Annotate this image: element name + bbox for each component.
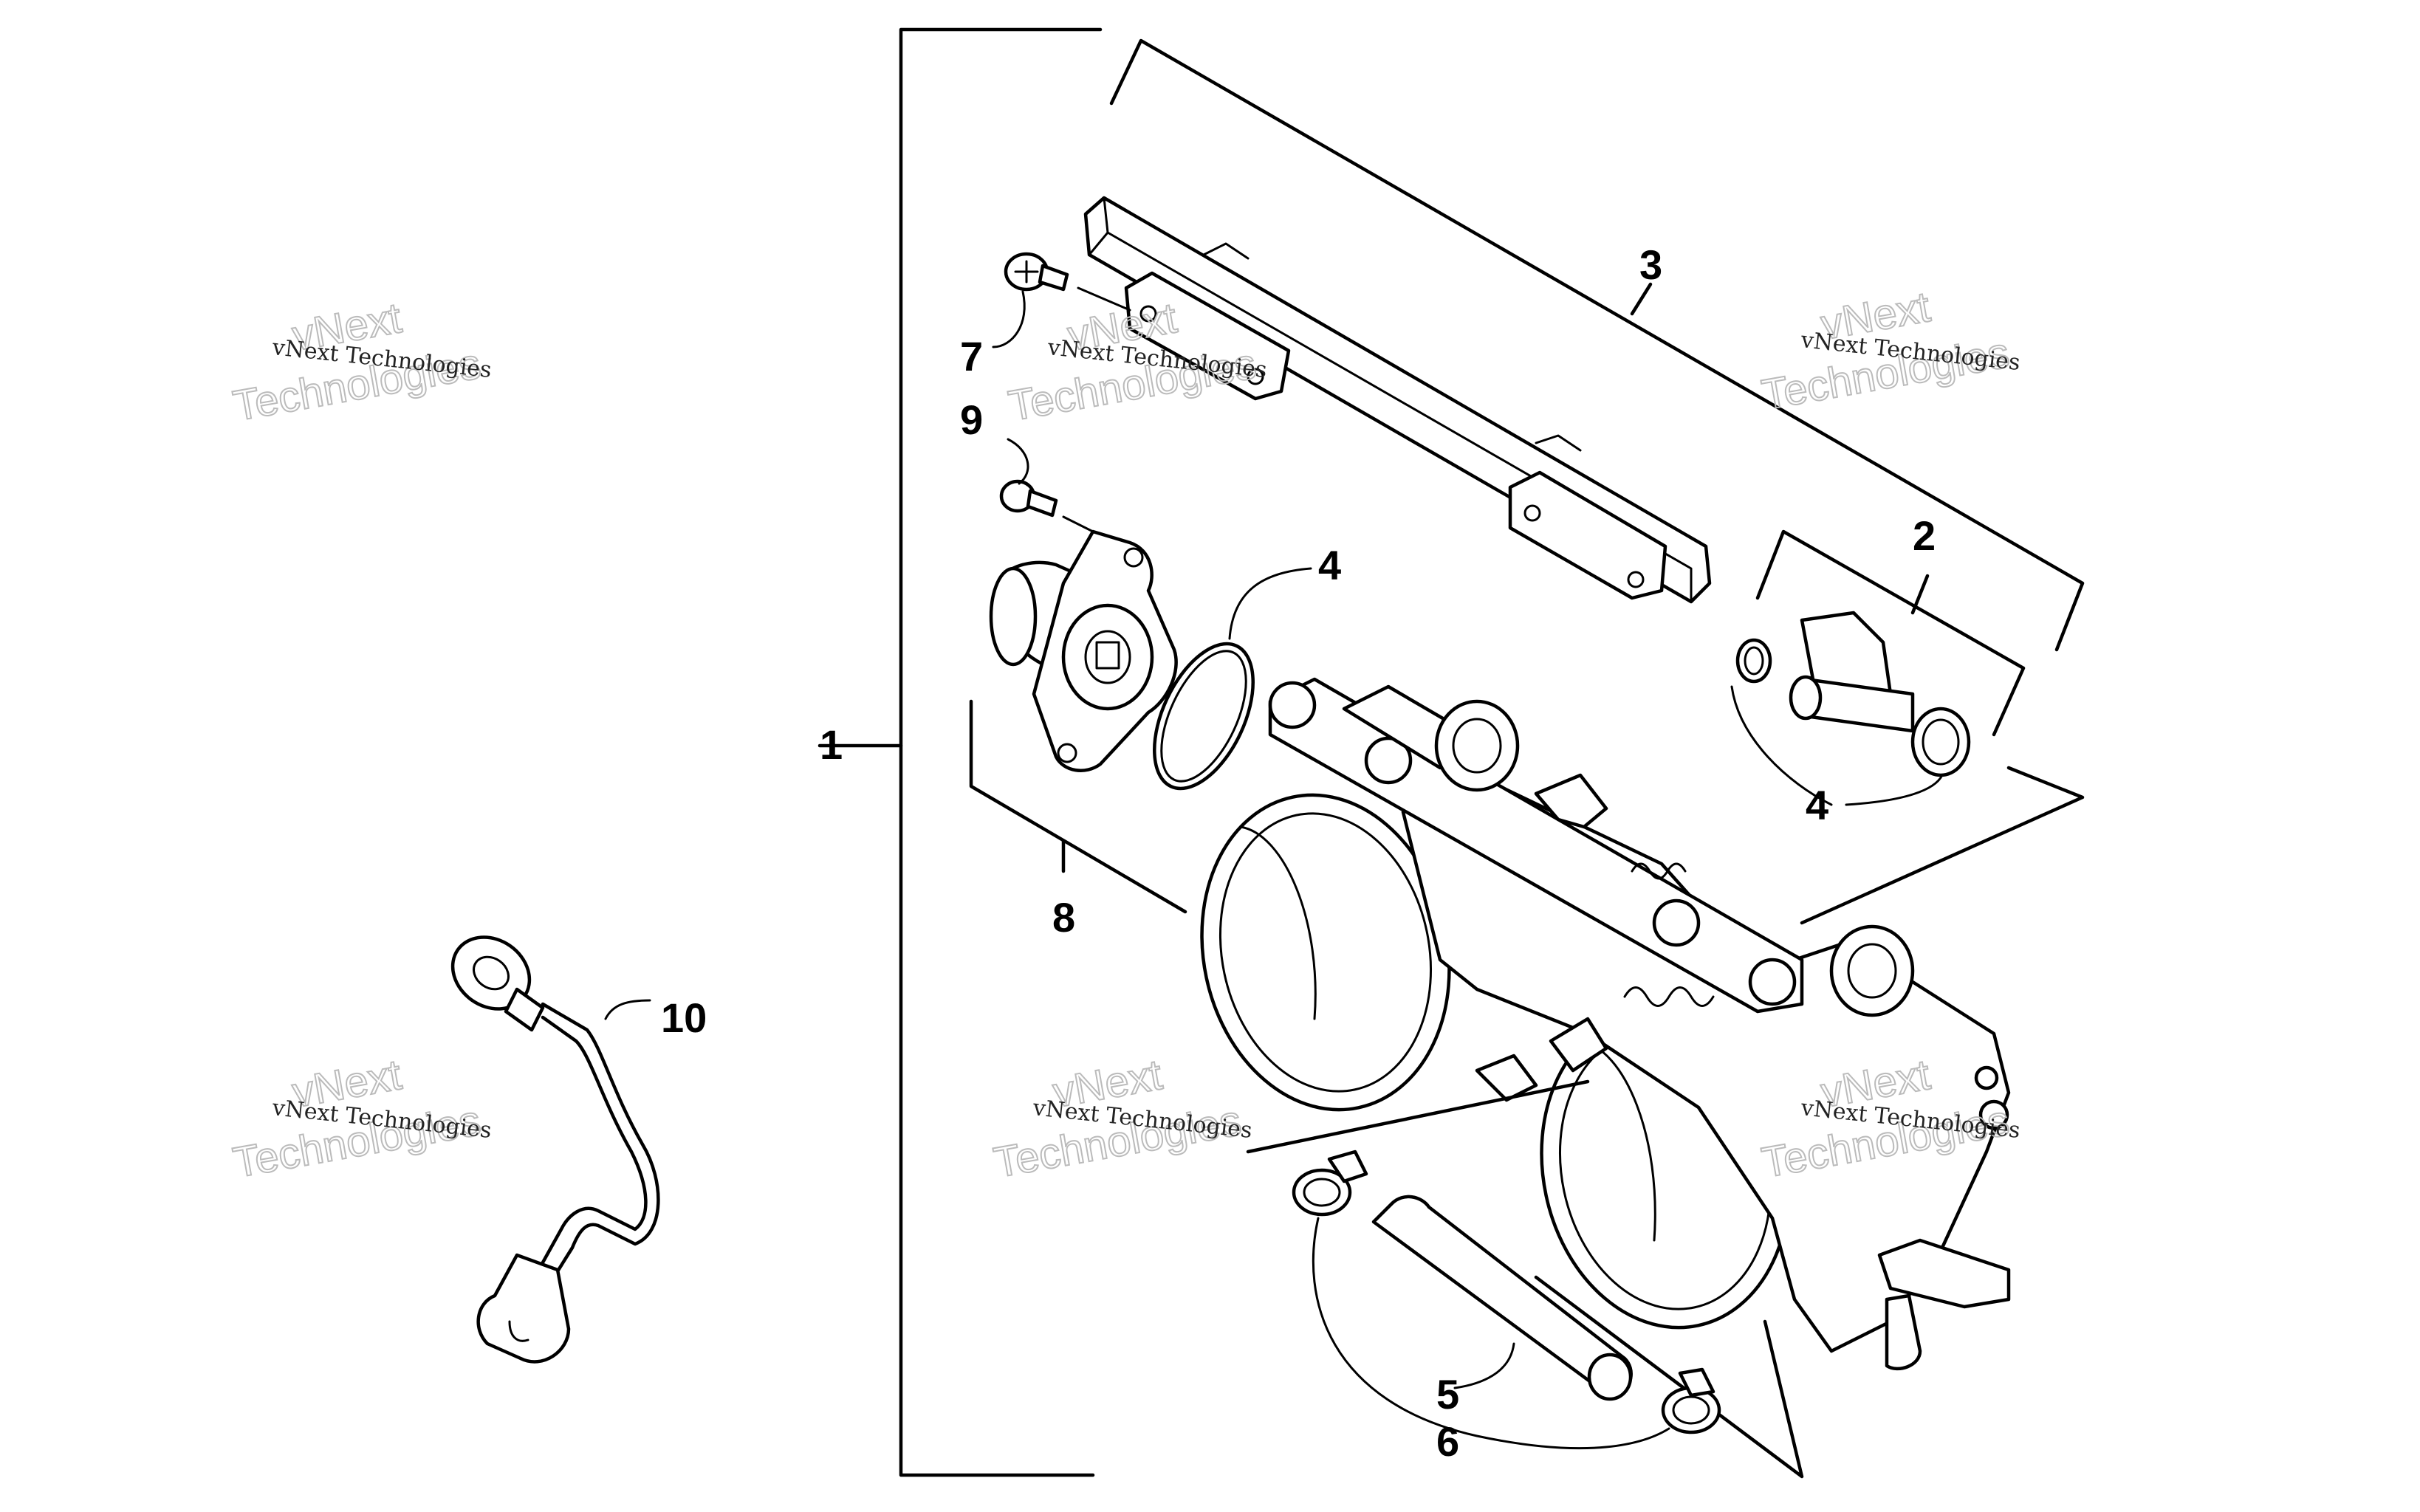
callout-7: 7 <box>960 333 983 379</box>
fuel-line <box>450 935 660 1364</box>
throttle-position-sensor <box>989 529 1178 772</box>
callout-4-lower: 4 <box>1806 782 1828 828</box>
callout-5: 5 <box>1436 1371 1459 1418</box>
tps-bracket <box>969 699 1187 914</box>
callout-labels: 1 2 3 4 4 5 6 7 8 9 10 <box>661 241 1936 1465</box>
watermark-3: vNext Technologies vNext Technologies <box>1758 282 2021 420</box>
o-ring-large <box>1153 567 1312 791</box>
connecting-hose <box>1371 1195 1633 1401</box>
screw-7 <box>992 252 1131 348</box>
watermark-4: vNext Technologies vNext Technologies <box>229 1050 493 1188</box>
callout-6: 6 <box>1436 1418 1459 1465</box>
callout-3: 3 <box>1639 241 1662 288</box>
callout-10: 10 <box>661 994 707 1041</box>
fuel-rail-bracket <box>1109 38 2085 652</box>
fuel-injector <box>1730 611 1971 806</box>
callout-2: 2 <box>1913 512 1936 559</box>
assembly-bracket <box>817 27 1103 1477</box>
injector-bracket <box>1755 529 2026 737</box>
callout-9: 9 <box>960 396 983 443</box>
watermark-1: vNext Technologies vNext Technologies <box>229 293 493 431</box>
clamp-leader-6 <box>1312 1217 1670 1450</box>
hose-clamp-upper <box>1292 1150 1368 1217</box>
right-leader <box>1534 766 2085 1479</box>
callout-4-upper: 4 <box>1318 542 1341 588</box>
watermark-5: vNext Technologies vNext Technologies <box>990 1050 1253 1188</box>
screw-9 <box>999 438 1124 548</box>
hose-clamp-lower <box>1661 1367 1721 1434</box>
clamp-leader-6-upper <box>1246 1079 1590 1154</box>
throttle-body <box>1200 677 2011 1371</box>
callout-8: 8 <box>1052 894 1075 941</box>
callout-1: 1 <box>820 721 843 768</box>
fuel-rail <box>1083 196 1712 604</box>
